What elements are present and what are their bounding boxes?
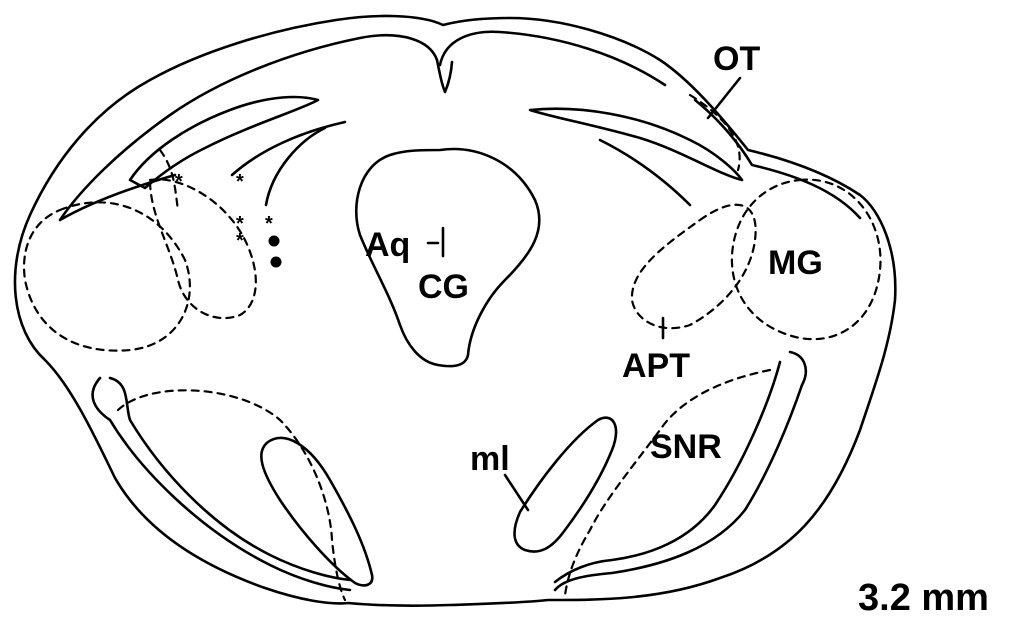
left-vertical-streak <box>266 128 325 205</box>
asterisk-marker: * <box>175 171 183 193</box>
dot-marker <box>269 236 280 247</box>
label-mg: MG <box>768 244 823 282</box>
left-mg-region <box>24 202 190 350</box>
right-upper-lamina <box>530 109 742 180</box>
label-snr: SNR <box>650 428 722 466</box>
label-apt: APT <box>622 347 690 385</box>
left-ventral-band <box>93 378 350 590</box>
label-aq: Aq <box>365 226 410 264</box>
section-outlines <box>15 16 895 606</box>
dot-marker <box>271 257 282 268</box>
label-cg: CG <box>418 268 469 306</box>
left-inner-blob <box>261 438 372 585</box>
right-ot-dashed-line <box>690 95 740 170</box>
ml-blob <box>515 418 617 552</box>
asterisk-marker: * <box>236 171 244 193</box>
left-curved-streak <box>232 122 345 175</box>
label-section-level: 3.2 mm <box>858 577 989 619</box>
label-ot: OT <box>713 40 760 78</box>
region-labels: OT Aq CG MG APT SNR ml 3.2 mm <box>365 40 989 619</box>
ml-pointer <box>505 475 528 510</box>
label-ml: ml <box>470 440 510 478</box>
right-apt-region <box>632 205 756 328</box>
left-ventral-band-inner <box>110 378 350 580</box>
top-midline-notch <box>437 60 452 92</box>
asterisk-marker: * <box>236 230 244 252</box>
left-snr-region <box>118 390 345 600</box>
right-ventral-band-inner <box>555 362 780 582</box>
right-curved-streak <box>600 140 690 205</box>
asterisk-marker: * <box>265 213 273 235</box>
ot-pointer <box>708 78 740 118</box>
left-upper-lamina <box>130 97 318 188</box>
outer-section-outline <box>15 16 895 606</box>
markers: * * * * * <box>175 171 282 268</box>
